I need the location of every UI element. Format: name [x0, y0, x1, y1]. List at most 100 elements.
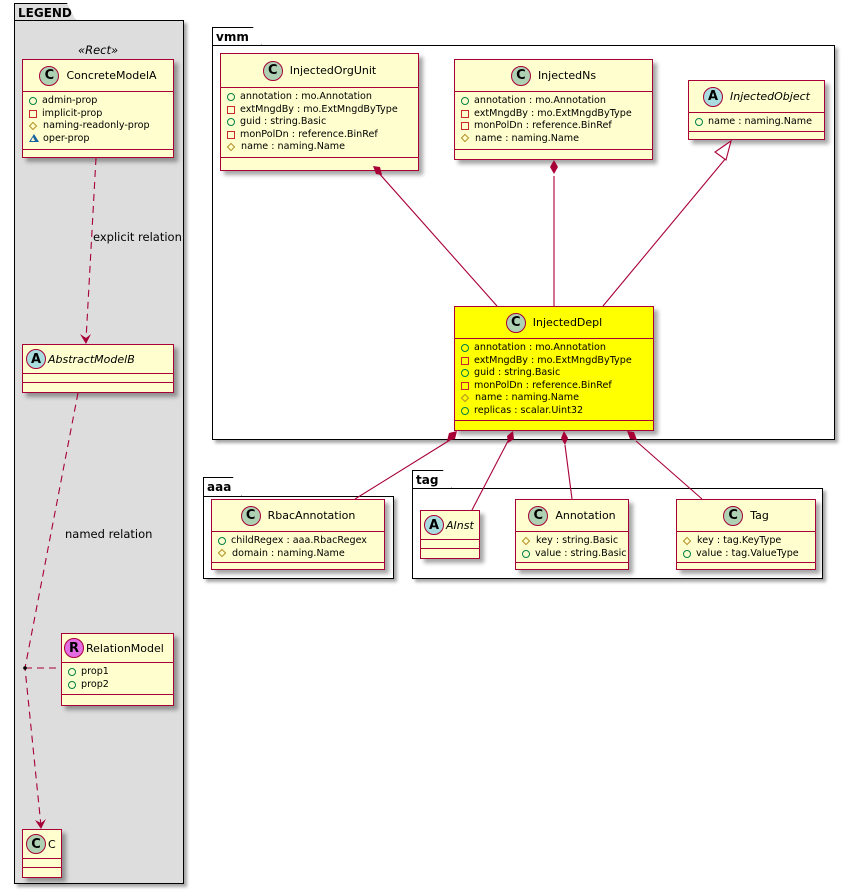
class-name: Annotation: [555, 509, 616, 522]
inheritance-line: [602, 157, 727, 307]
public-visibility-icon: [29, 97, 37, 106]
class-c[interactable]: C C: [22, 829, 62, 878]
attribute: annotation : mo.Annotation: [461, 342, 653, 355]
composition-line: [471, 440, 509, 511]
class-icon: C: [510, 65, 531, 86]
class-icon: C: [723, 505, 744, 526]
protected-visibility-icon: [218, 549, 227, 558]
attribute: monPolDn : reference.BinRef: [461, 120, 652, 133]
class-tag[interactable]: C Tag key : tag.KeyType value : tag.Valu…: [676, 499, 816, 570]
public-visibility-icon: [227, 93, 235, 102]
attribute: key : tag.KeyType: [683, 535, 815, 548]
abstract-class-icon: A: [703, 86, 723, 107]
class-name: InjectedObject: [730, 90, 810, 103]
class-injected-object[interactable]: A InjectedObject name : naming.Name: [688, 80, 825, 140]
package-name: vmm: [216, 30, 249, 44]
protected-visibility-icon: [461, 134, 470, 143]
protected-visibility-icon: [522, 537, 531, 546]
legend-stereotype: «Rect»: [78, 43, 119, 57]
class-name: RelationModel: [86, 641, 164, 655]
public-visibility-icon: [461, 344, 469, 353]
attribute: name : naming.Name: [695, 116, 824, 129]
class-abstract-model-b[interactable]: A AbstractModelB: [22, 344, 174, 393]
attribute: admin-prop: [29, 95, 173, 108]
attribute: annotation : mo.Annotation: [227, 91, 418, 104]
protected-visibility-icon: [227, 143, 236, 152]
package-name: LEGEND: [18, 6, 72, 20]
class-icon: C: [26, 834, 46, 854]
attribute: domain : naming.Name: [218, 548, 384, 561]
class-icon: C: [505, 312, 526, 333]
class-annotation[interactable]: C Annotation key : string.Basic value : …: [515, 499, 629, 570]
package-visibility-icon: [29, 134, 39, 143]
class-rbac-annotation[interactable]: C RbacAnnotation childRegex : aaa.RbacRe…: [211, 499, 385, 570]
abstract-class-icon: A: [424, 515, 444, 535]
package-tab-aaa: aaa: [203, 477, 242, 497]
class-injected-depl[interactable]: C InjectedDepl annotation : mo.Annotatio…: [454, 306, 654, 431]
class-name: AbstractModelB: [48, 352, 135, 366]
public-visibility-icon: [695, 118, 703, 127]
attribute: extMngdBy : mo.ExtMngdByType: [461, 355, 653, 368]
attribute: prop1: [68, 666, 173, 679]
package-tab-tag: tag: [412, 470, 452, 489]
class-name: ConcreteModelA: [66, 69, 157, 82]
class-injected-org-unit[interactable]: C InjectedOrgUnit annotation : mo.Annota…: [220, 53, 419, 171]
public-visibility-icon: [227, 118, 235, 127]
named-relation-label: named relation: [65, 527, 153, 541]
class-icon: C: [240, 505, 261, 526]
public-visibility-icon: [683, 549, 691, 558]
package-tab-vmm: vmm: [212, 27, 262, 46]
class-name: InjectedNs: [537, 69, 597, 82]
explicit-relation-label: explicit relation: [93, 230, 182, 244]
class-ainst[interactable]: A AInst: [420, 510, 480, 559]
class-name: RbacAnnotation: [267, 509, 356, 522]
class-injected-ns[interactable]: C InjectedNs annotation : mo.Annotation …: [454, 59, 653, 160]
attribute: extMngdBy : mo.ExtMngdByType: [461, 108, 652, 121]
attribute: key : string.Basic: [522, 535, 628, 548]
abstract-class-icon: A: [26, 349, 46, 369]
private-visibility-icon: [461, 356, 469, 365]
composition-line: [564, 444, 573, 500]
class-icon: C: [528, 505, 549, 526]
class-name: AInst: [446, 518, 474, 532]
composition-line: [376, 170, 498, 307]
attribute: guid : string.Basic: [461, 367, 653, 380]
attribute: annotation : mo.Annotation: [461, 95, 652, 108]
attribute: monPolDn : reference.BinRef: [461, 380, 653, 393]
package-name: tag: [416, 473, 439, 487]
class-name: C: [48, 837, 56, 851]
attribute: naming-readonly-prop: [29, 120, 173, 133]
public-visibility-icon: [461, 369, 469, 378]
class-icon: C: [262, 60, 283, 81]
public-visibility-icon: [68, 680, 76, 689]
package-legend: [14, 20, 184, 884]
private-visibility-icon: [227, 130, 235, 139]
public-visibility-icon: [461, 97, 469, 106]
public-visibility-icon: [461, 406, 469, 415]
attribute: guid : string.Basic: [227, 116, 418, 129]
attribute: name : naming.Name: [227, 141, 418, 154]
private-visibility-icon: [227, 105, 235, 114]
public-visibility-icon: [218, 537, 226, 546]
attribute: childRegex : aaa.RbacRegex: [218, 535, 384, 548]
class-name: Tag: [750, 509, 769, 522]
public-visibility-icon: [68, 668, 76, 677]
composition-line: [635, 440, 703, 500]
class-concrete-model-a[interactable]: C ConcreteModelA admin-prop implicit-pro…: [22, 59, 174, 158]
package-name: aaa: [207, 480, 232, 494]
relation-class-icon: R: [64, 638, 84, 658]
attribute: value : string.Basic: [522, 548, 628, 561]
class-relation-model[interactable]: R RelationModel prop1 prop2: [61, 633, 174, 706]
class-name: InjectedDepl: [532, 316, 603, 329]
composition-line: [354, 439, 451, 500]
protected-visibility-icon: [461, 394, 470, 403]
attribute: oper-prop: [29, 133, 173, 146]
attribute: value : tag.ValueType: [683, 548, 815, 561]
attribute: name : naming.Name: [461, 392, 653, 405]
package-tab-legend: LEGEND: [14, 3, 76, 21]
private-visibility-icon: [461, 109, 469, 118]
protected-visibility-icon: [683, 537, 692, 546]
class-name: InjectedOrgUnit: [289, 64, 377, 77]
attribute: extMngdBy : mo.ExtMngdByType: [227, 104, 418, 117]
attribute: prop2: [68, 679, 173, 692]
